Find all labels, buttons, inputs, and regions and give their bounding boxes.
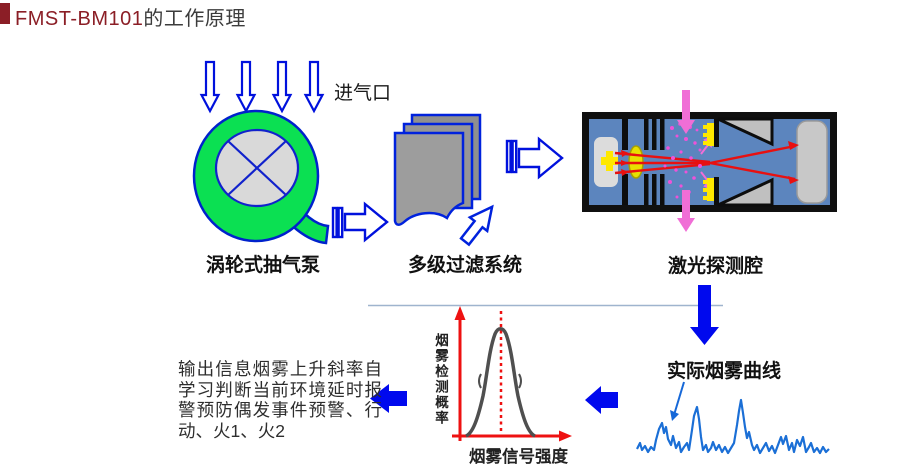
- filter-outlet-arrow-icon: [505, 136, 564, 180]
- pump-label: 涡轮式抽气泵: [206, 255, 321, 276]
- flow-left-arrow-chart-to-text-icon: [370, 384, 407, 413]
- beam-absorber-icon: [796, 120, 828, 204]
- filter-label: 多级过滤系统: [408, 255, 523, 276]
- flow-down-arrow-icon: [690, 285, 719, 345]
- laser-chamber-icon: [582, 90, 837, 232]
- page-title-model: FMST-BM101: [15, 8, 144, 30]
- smoke-signal-curve: [636, 381, 830, 455]
- laser-emitter-icon: [601, 151, 618, 171]
- bell-curve: [465, 327, 536, 438]
- pump-outlet-arrow-icon: [331, 201, 389, 243]
- filter-stack-icon: [393, 113, 494, 247]
- filter-bypass-arrow-icon: [459, 204, 494, 247]
- page-title: FMST-BM101的工作原理: [15, 2, 246, 31]
- title-accent-bar: [0, 3, 10, 24]
- probability-chart: [452, 306, 572, 442]
- probability-x-axis-label: 烟雾信号强度: [469, 448, 568, 466]
- y-axis-arrow-icon: [454, 306, 466, 320]
- laser-beams-icon: [614, 144, 796, 181]
- air-inlet-arrows-icon: [199, 60, 325, 114]
- air-inlet-label: 进气口: [334, 83, 392, 104]
- smoke-curve-pointer-icon: [673, 381, 685, 416]
- air-flow-arrows-icon: [677, 90, 695, 232]
- flow-left-arrow-curve-to-chart-icon: [585, 386, 618, 414]
- smoke-curve-label: 实际烟雾曲线: [667, 361, 782, 382]
- turbine-pump-icon: [192, 109, 330, 245]
- probability-y-axis-label: 烟雾检测概率: [433, 333, 448, 426]
- photo-detectors-icon: [703, 119, 719, 205]
- output-description-text: 输出信息烟雾上升斜率自学习判断当前环境延时报警预防偶发事件预警、行动、火1、火2: [178, 359, 382, 441]
- chamber-label: 激光探测腔: [668, 256, 764, 277]
- page-title-suffix: 的工作原理: [143, 8, 246, 30]
- x-axis-arrow-icon: [559, 430, 572, 442]
